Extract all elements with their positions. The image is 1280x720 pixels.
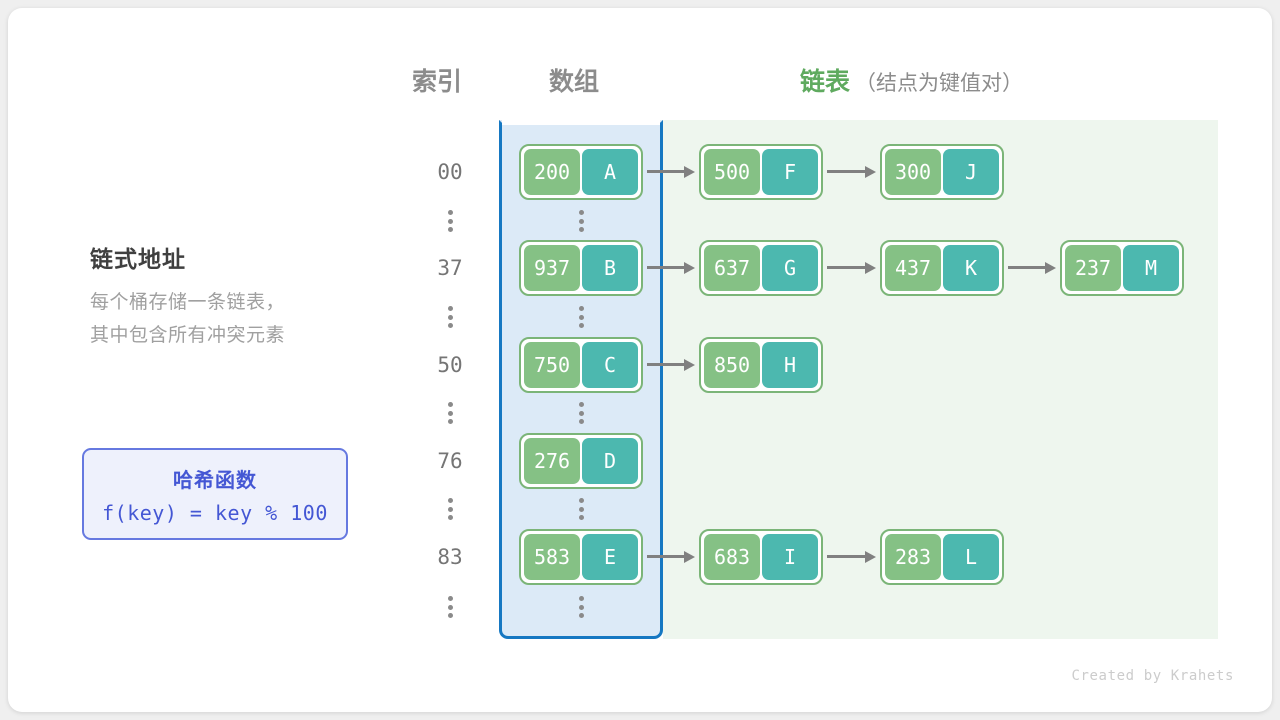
node-key: 300 <box>885 149 941 195</box>
node-value: E <box>582 534 638 580</box>
next-pointer-arrow <box>647 262 695 274</box>
arrow-shaft <box>647 555 685 558</box>
array-ellipsis-icon <box>570 402 592 424</box>
next-pointer-arrow <box>827 166 876 178</box>
node-key: 200 <box>524 149 580 195</box>
arrow-shaft <box>827 555 866 558</box>
node-value: G <box>762 245 818 291</box>
node-key: 937 <box>524 245 580 291</box>
array-ellipsis-icon <box>570 596 592 618</box>
arrow-head-icon <box>684 359 695 371</box>
node-key: 683 <box>704 534 760 580</box>
hash-function-title: 哈希函数 <box>173 469 257 492</box>
column-header-linkedlist-sub: （结点为键值对） <box>855 72 1024 95</box>
next-pointer-arrow <box>647 551 695 563</box>
node-value: M <box>1123 245 1179 291</box>
arrow-shaft <box>827 170 866 173</box>
node-key: 500 <box>704 149 760 195</box>
arrow-head-icon <box>1045 262 1056 274</box>
node-value: L <box>943 534 999 580</box>
arrow-shaft <box>647 266 685 269</box>
node-key: 437 <box>885 245 941 291</box>
array-ellipsis-icon <box>570 306 592 328</box>
node-value: D <box>582 438 638 484</box>
arrow-shaft <box>827 266 866 269</box>
arrow-head-icon <box>684 166 695 178</box>
next-pointer-arrow <box>1008 262 1056 274</box>
column-header-array: 数组 <box>549 68 600 96</box>
index-ellipsis-icon <box>439 402 461 424</box>
bucket-index-label: 00 <box>437 160 463 184</box>
arrow-shaft <box>647 363 685 366</box>
arrow-shaft <box>1008 266 1046 269</box>
panel-description-line-1: 每个桶存储一条链表， <box>90 292 286 313</box>
arrow-head-icon <box>865 166 876 178</box>
node-value: A <box>582 149 638 195</box>
credit-text: Created by Krahets <box>1071 668 1234 684</box>
arrow-head-icon <box>865 551 876 563</box>
index-ellipsis-icon <box>439 596 461 618</box>
diagram-card: 索引 数组 链表（结点为键值对） 链式地址 每个桶存储一条链表， 其中包含所有冲… <box>8 8 1272 712</box>
panel-description: 每个桶存储一条链表， 其中包含所有冲突元素 <box>90 286 285 352</box>
arrow-head-icon <box>684 262 695 274</box>
node-key: 637 <box>704 245 760 291</box>
next-pointer-arrow <box>647 166 695 178</box>
node-value: F <box>762 149 818 195</box>
node-key: 850 <box>704 342 760 388</box>
index-ellipsis-icon <box>439 210 461 232</box>
node-key: 750 <box>524 342 580 388</box>
bucket-index-label: 50 <box>437 353 463 377</box>
arrow-shaft <box>647 170 685 173</box>
node-value: J <box>943 149 999 195</box>
bucket-index-label: 83 <box>437 545 463 569</box>
node-value: C <box>582 342 638 388</box>
arrow-head-icon <box>684 551 695 563</box>
bucket-index-label: 76 <box>437 449 463 473</box>
column-header-index: 索引 <box>412 68 463 96</box>
node-key: 283 <box>885 534 941 580</box>
index-ellipsis-icon <box>439 306 461 328</box>
arrow-head-icon <box>865 262 876 274</box>
hash-function-formula: f(key) = key % 100 <box>102 500 328 525</box>
node-value: B <box>582 245 638 291</box>
node-key: 583 <box>524 534 580 580</box>
column-header-linkedlist-main: 链表 <box>800 68 851 96</box>
panel-description-line-2: 其中包含所有冲突元素 <box>90 325 286 346</box>
next-pointer-arrow <box>827 551 876 563</box>
node-key: 276 <box>524 438 580 484</box>
node-key: 237 <box>1065 245 1121 291</box>
node-value: I <box>762 534 818 580</box>
array-region-top-gap <box>502 117 660 125</box>
index-ellipsis-icon <box>439 498 461 520</box>
node-value: H <box>762 342 818 388</box>
array-ellipsis-icon <box>570 498 592 520</box>
panel-title: 链式地址 <box>90 246 186 272</box>
array-ellipsis-icon <box>570 210 592 232</box>
next-pointer-arrow <box>647 359 695 371</box>
node-value: K <box>943 245 999 291</box>
hash-function-box: 哈希函数 f(key) = key % 100 <box>82 448 348 540</box>
bucket-index-label: 37 <box>437 256 463 280</box>
column-header-linkedlist: 链表（结点为键值对） <box>800 62 1023 98</box>
next-pointer-arrow <box>827 262 876 274</box>
